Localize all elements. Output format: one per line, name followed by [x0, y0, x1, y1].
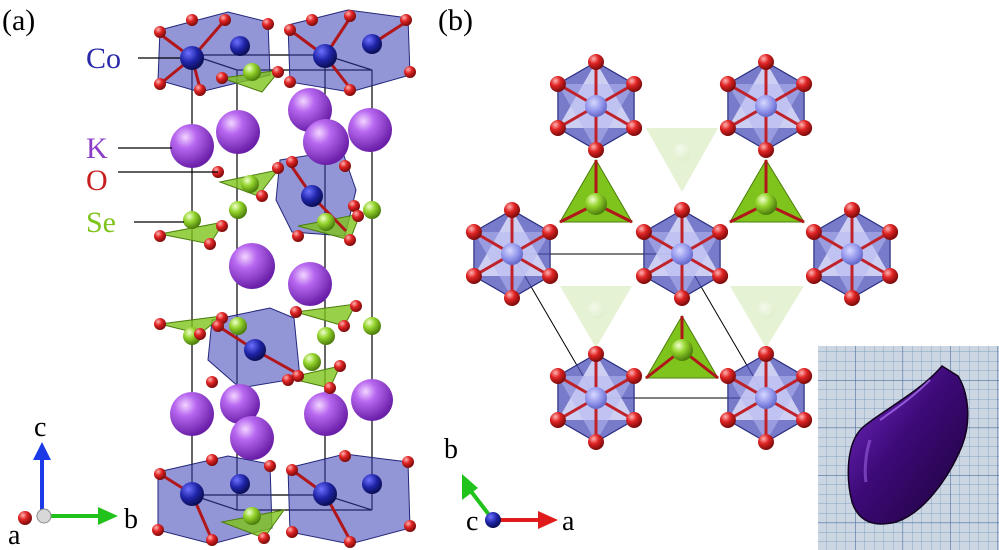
legend-co: Co: [86, 42, 121, 75]
panel-b: (b): [438, 4, 899, 537]
axis-triad-b: b a c: [444, 434, 575, 537]
co-octahedron: [465, 202, 559, 306]
se-triangles-faint: [560, 128, 804, 348]
co-octahedra-b: [465, 54, 899, 450]
co-octahedron: [719, 54, 813, 158]
co-octahedron: [805, 202, 899, 306]
co-octahedron: [719, 346, 813, 450]
se-atoms-a: [183, 63, 381, 525]
axis-b-b-label: b: [444, 434, 458, 465]
legend-o: O: [86, 164, 108, 197]
crystal-sample-icon: [847, 365, 969, 525]
k-atoms-a: [170, 88, 393, 460]
se-triangles-b: [559, 159, 805, 380]
legend-leaders-a: [118, 57, 218, 223]
co-octahedron: [635, 202, 729, 306]
axis-a-a-label: a: [8, 520, 21, 550]
co-octahedron: [549, 54, 643, 158]
co-atoms-a: [180, 34, 382, 506]
crystal-photo: [818, 346, 999, 550]
legend-k: K: [86, 132, 108, 165]
axis-triad-a: c b a: [8, 412, 138, 550]
axis-b-c-label: c: [466, 506, 478, 537]
legend-se: Se: [86, 206, 116, 239]
axis-b-a-label: a: [562, 506, 575, 537]
axis-a-b-label: b: [124, 504, 138, 535]
co-octahedron: [549, 346, 643, 450]
panel-b-tag: (b): [438, 4, 473, 37]
panel-a-tag: (a): [2, 4, 35, 37]
o-atoms-a: [152, 10, 416, 548]
panel-a: (a): [2, 4, 416, 550]
axis-a-c-label: c: [34, 412, 46, 443]
